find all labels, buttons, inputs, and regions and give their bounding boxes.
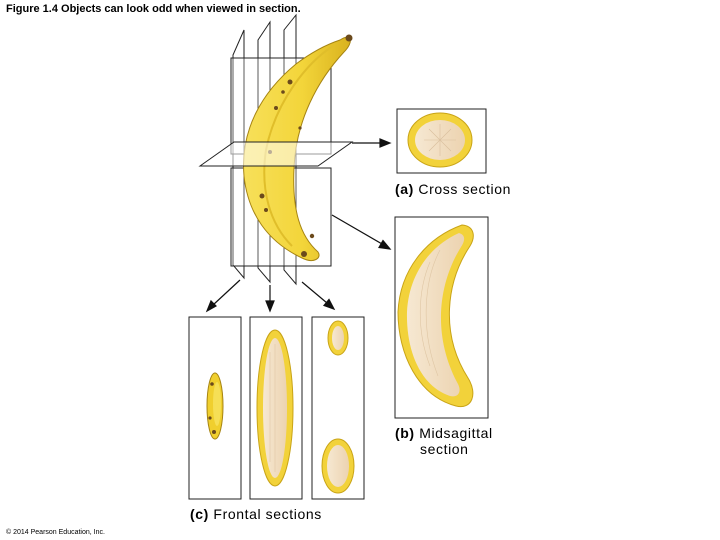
cross-section-letter: (a) [395, 181, 414, 197]
frontal-section-panel-3 [312, 317, 364, 499]
cross-section-panel [397, 109, 486, 173]
midsagittal-letter: (b) [395, 425, 415, 441]
midsagittal-name-line2: section [395, 441, 493, 457]
frontal-sections-letter: (c) [190, 506, 209, 522]
midsagittal-name-line1: Midsagittal [419, 425, 493, 441]
cross-section-plane [200, 142, 352, 166]
cross-section-label: (a) Cross section [395, 181, 511, 197]
midsagittal-label: (b) Midsagittal section [395, 425, 493, 457]
frontal-sections-name: Frontal sections [213, 506, 321, 522]
frontal-sections-label: (c) Frontal sections [190, 506, 322, 522]
midsagittal-panel [395, 217, 488, 418]
copyright-notice: © 2014 Pearson Education, Inc. [6, 529, 105, 536]
cross-section-name: Cross section [418, 181, 511, 197]
frontal-section-panel-1 [189, 317, 241, 499]
frontal-section-panel-2 [250, 317, 302, 499]
